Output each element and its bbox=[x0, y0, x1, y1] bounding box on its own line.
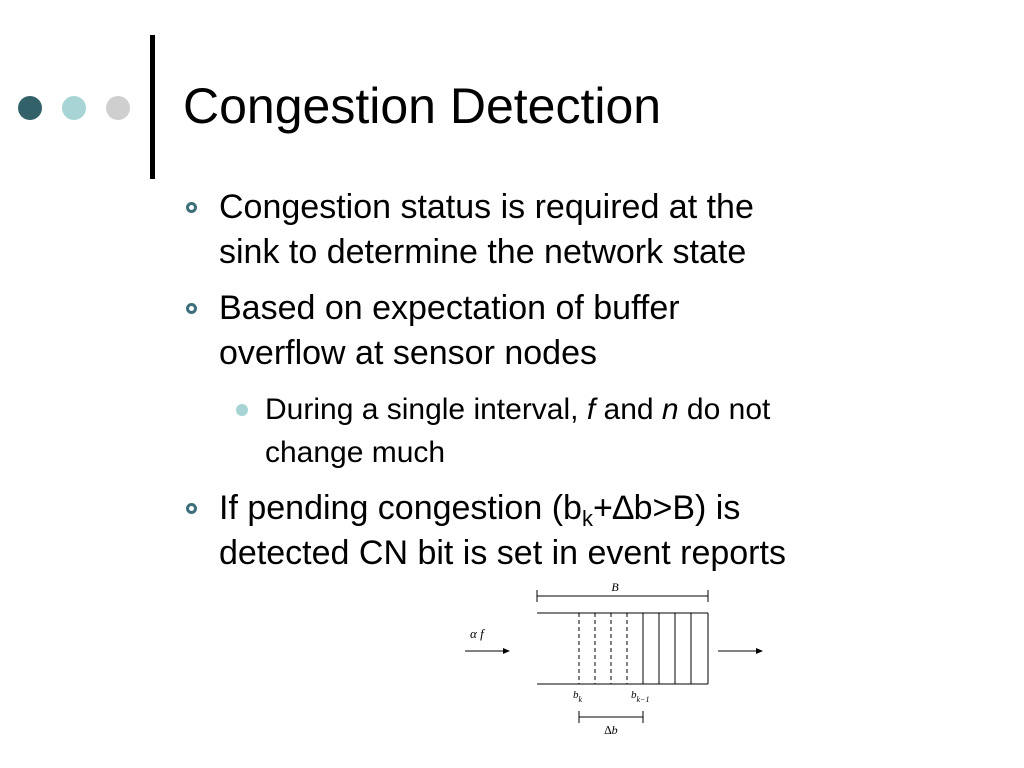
sub-bullet-line-2: change much bbox=[265, 436, 446, 469]
decor-dot-teal bbox=[62, 96, 86, 120]
bullet-ring-icon bbox=[186, 202, 197, 213]
bullet-1-line-2: sink to determine the network state bbox=[219, 233, 747, 271]
sub-bullet-dot-icon bbox=[236, 404, 248, 416]
sub-bullet-line-1: During a single interval, f and n do not bbox=[265, 389, 770, 430]
bullet-3-line-1: If pending congestion (bk+∆b>B) is bbox=[219, 487, 740, 530]
bullet-2-line-1: Based on expectation of buffer bbox=[219, 289, 680, 327]
label-bk-minus-1: bk−1 bbox=[631, 689, 649, 704]
label-bk: bk bbox=[573, 689, 583, 704]
bullet-2-line-2: overflow at sensor nodes bbox=[219, 334, 597, 372]
sub-bullet-text-post: do not bbox=[678, 393, 771, 426]
decor-dot-gray bbox=[106, 96, 130, 120]
bullet-ring-icon bbox=[186, 503, 197, 514]
sub-bullet-text-mid: and bbox=[595, 393, 662, 426]
bullet-3-line-2: detected CN bit is set in event reports bbox=[219, 534, 786, 572]
label-B: B bbox=[611, 580, 619, 594]
bullet-3-text-post: +∆b>B) is bbox=[592, 489, 741, 527]
decor-dot-dark bbox=[18, 96, 42, 120]
bullet-ring-icon bbox=[186, 303, 197, 314]
label-delta-b: ∆b bbox=[604, 723, 617, 737]
bullet-1-line-1: Congestion status is required at the bbox=[219, 188, 754, 226]
label-input-rate: α f bbox=[470, 626, 486, 641]
var-f: f bbox=[586, 393, 596, 426]
title-divider bbox=[150, 35, 155, 179]
bullet-3-text-pre: If pending congestion (b bbox=[219, 489, 582, 527]
bullet-3-subscript: k bbox=[581, 506, 593, 531]
var-n: n bbox=[661, 393, 679, 426]
sub-bullet-text-pre: During a single interval, bbox=[265, 393, 587, 426]
slide-title: Congestion Detection bbox=[183, 78, 662, 134]
buffer-diagram: B α f bk bk−1 ∆b bbox=[465, 580, 763, 737]
